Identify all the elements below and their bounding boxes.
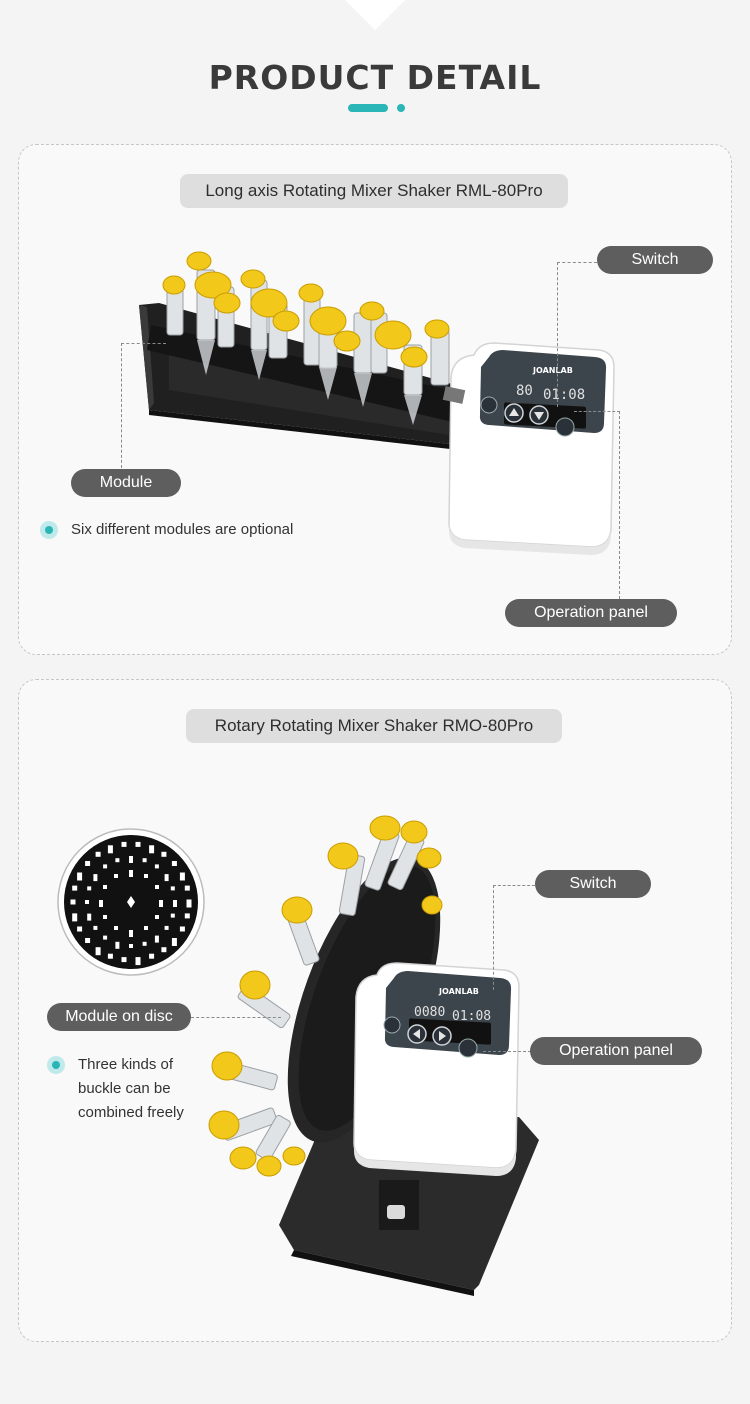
page-title: PRODUCT DETAIL [208, 58, 542, 97]
note-line: buckle can be [78, 1080, 171, 1097]
product-card-rml: Long axis Rotating Mixer Shaker RML-80Pr… [18, 144, 732, 655]
module-label: Module [71, 469, 181, 497]
switch-label: Switch [597, 246, 713, 274]
operation-panel-label: Operation panel [505, 599, 677, 627]
operation-panel-label: Operation panel [530, 1037, 702, 1065]
bullet-icon [40, 521, 58, 539]
module-note: Six different modules are optional [40, 518, 293, 542]
disc-module-icon [57, 828, 205, 976]
panel-leader [483, 1051, 531, 1052]
module-leader [191, 1017, 281, 1018]
rml-mixer-illustration: 80 01:08 JOANLAB [139, 251, 615, 555]
rml-display-speed: 80 [516, 383, 533, 399]
bullet-icon [47, 1056, 65, 1074]
rml-display-time: 01:08 [543, 387, 585, 403]
rmo-mixer-illustration: 0080 01:08 JOANLAB [208, 815, 539, 1296]
rmo-display-speed: 0080 [414, 1005, 445, 1020]
module-leader [121, 343, 166, 344]
panel-leader [574, 411, 620, 412]
switch-label: Switch [535, 870, 651, 898]
switch-leader [493, 885, 535, 886]
buckle-note: Three kinds of buckle can be combined fr… [47, 1053, 184, 1125]
switch-leader [557, 262, 597, 263]
rml-brand: JOANLAB [532, 366, 573, 375]
note-line: Three kinds of [78, 1056, 174, 1073]
product-title: Long axis Rotating Mixer Shaker RML-80Pr… [180, 174, 568, 208]
product-card-rmo: Rotary Rotating Mixer Shaker RMO-80Pro [18, 679, 732, 1342]
module-on-disc-label: Module on disc [47, 1003, 191, 1031]
rmo-display-time: 01:08 [452, 1009, 491, 1024]
note-line: combined freely [78, 1104, 184, 1121]
rmo-brand: JOANLAB [438, 987, 479, 996]
top-notch [345, 0, 405, 30]
product-title: Rotary Rotating Mixer Shaker RMO-80Pro [186, 709, 562, 743]
